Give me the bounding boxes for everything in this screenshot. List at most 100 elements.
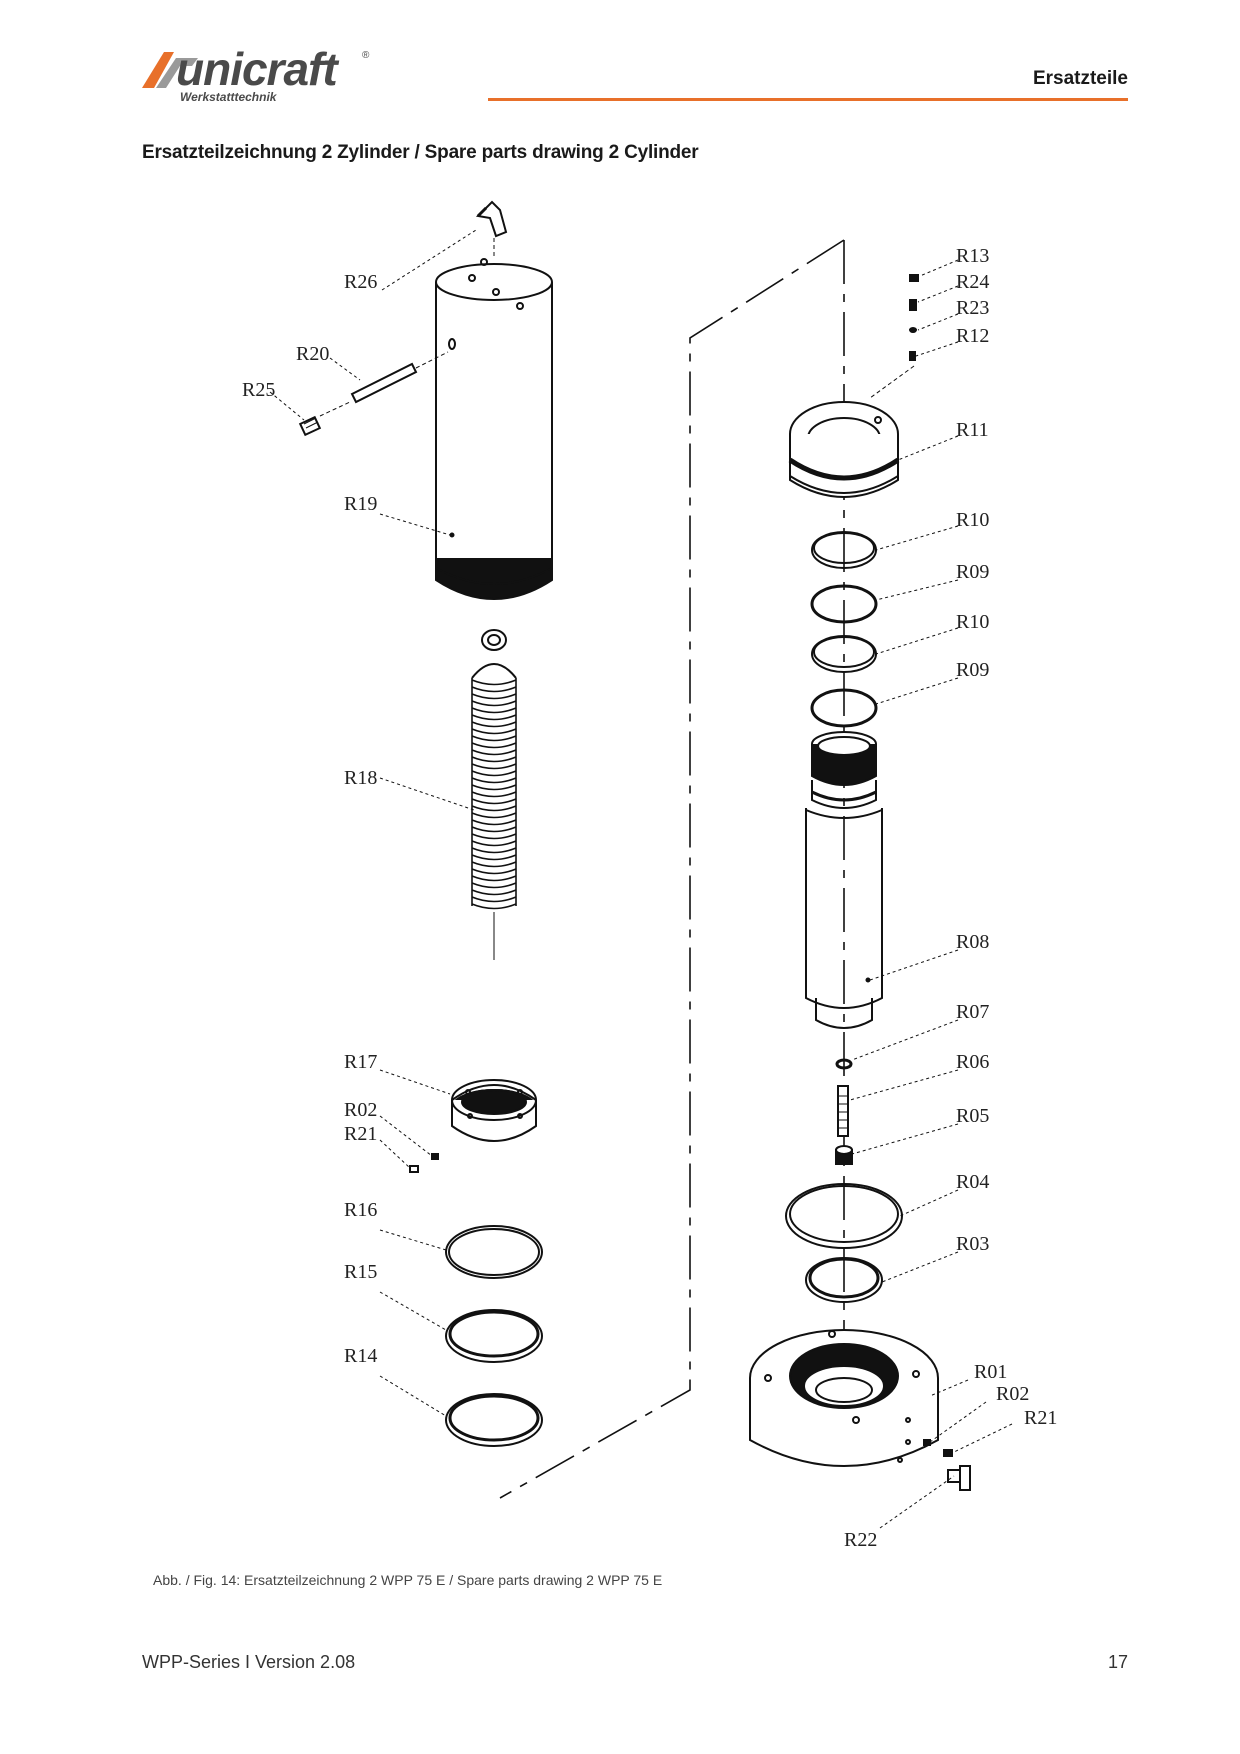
label-r23: R23: [956, 297, 989, 319]
label-r18: R18: [344, 767, 377, 789]
label-r21-left: R21: [344, 1123, 377, 1145]
spring-coil: [471, 798, 517, 805]
label-r24: R24: [956, 271, 989, 293]
spring-coil: [471, 833, 517, 840]
label-r03: R03: [956, 1233, 989, 1255]
spring-coil: [471, 777, 517, 784]
spring-coil: [471, 826, 517, 833]
spring-coil: [471, 903, 517, 910]
logo-mark-icon: [142, 52, 198, 88]
spring-coil: [471, 721, 517, 728]
part-r04-seal: [785, 1183, 903, 1249]
spring-coil: [471, 679, 517, 686]
label-r25: R25: [242, 379, 275, 401]
part-r07-washer: [835, 1058, 853, 1070]
spring-coil: [471, 896, 517, 903]
part-r02-r21-small-screws-left: [409, 1153, 439, 1173]
label-r20: R20: [296, 343, 329, 365]
header-divider: [488, 98, 1128, 101]
label-r19: R19: [344, 493, 377, 515]
label-r22: R22: [844, 1529, 877, 1551]
part-r05-nut: [835, 1145, 853, 1165]
label-r09-lower: R09: [956, 659, 989, 681]
label-r02-right: R02: [996, 1383, 1029, 1405]
label-r08: R08: [956, 931, 989, 953]
spring-coil: [471, 840, 517, 847]
part-r06-bolt: [837, 1085, 849, 1137]
label-r10-lower: R10: [956, 611, 989, 633]
label-r21-right: R21: [1024, 1407, 1057, 1429]
spring-coil: [471, 707, 517, 714]
spring-coil: [471, 875, 517, 882]
spring-coil: [471, 854, 517, 861]
part-r19-cylinder-body: [435, 258, 553, 600]
label-r15: R15: [344, 1261, 377, 1283]
part-r09-ring-lower: [810, 688, 878, 728]
label-r05: R05: [956, 1105, 989, 1127]
label-r16: R16: [344, 1199, 377, 1221]
label-r26: R26: [344, 271, 377, 293]
figure-caption: Abb. / Fig. 14: Ersatzteilzeichnung 2 WP…: [153, 1572, 663, 1588]
part-r15-seal: [445, 1309, 543, 1363]
spring-coil: [471, 686, 517, 693]
assembly-axis-line: [499, 239, 845, 1499]
spring-coil: [471, 742, 517, 749]
part-r18-spring: [471, 629, 517, 960]
label-r01: R01: [974, 1361, 1007, 1383]
logo-wordmark: unicraft: [176, 43, 338, 95]
page-heading: Ersatzteilzeichnung 2 Zylinder / Spare p…: [142, 142, 699, 163]
part-r26-elbow-fitting: [475, 200, 508, 258]
part-r08-piston: [805, 731, 883, 1029]
part-r25-screw: [298, 401, 351, 437]
spring-coil: [471, 868, 517, 875]
part-r16-seal: [445, 1225, 543, 1279]
label-r02-left: R02: [344, 1099, 377, 1121]
spring-coil: [471, 882, 517, 889]
spring-coil: [471, 749, 517, 756]
spring-coil: [471, 819, 517, 826]
part-r13-r24-r23-r12-small-parts: [869, 274, 919, 399]
spring-coil: [471, 728, 517, 735]
spring-coil: [471, 714, 517, 721]
spring-coil: [471, 693, 517, 700]
label-r11: R11: [956, 419, 989, 441]
spring-outline: [471, 678, 517, 906]
part-r02-r21-small-screws-right: [923, 1439, 953, 1457]
part-r09-ring-upper: [810, 584, 878, 624]
footer-page-number: 17: [1107, 1652, 1128, 1672]
leader-lines: [269, 229, 1013, 1529]
part-r11-cylinder-head: [788, 401, 900, 498]
spring-coil: [471, 791, 517, 798]
part-r22-elbow-fitting: [947, 1465, 971, 1491]
spring-coil: [471, 889, 517, 896]
spring-coil: [471, 700, 517, 707]
spring-coil: [471, 770, 517, 777]
label-r09-upper: R09: [956, 561, 989, 583]
spring-coil: [471, 812, 517, 819]
label-r12: R12: [956, 325, 989, 347]
spare-parts-drawing: R26 R20 R25 R19 R18 R17 R02 R21 R16 R15 …: [242, 200, 1057, 1551]
label-r17: R17: [344, 1051, 377, 1073]
logo-registered-mark: ®: [362, 50, 370, 61]
label-r13: R13: [956, 245, 989, 267]
spring-coil: [471, 756, 517, 763]
part-r20-pin: [350, 351, 449, 404]
section-title: Ersatzteile: [1032, 68, 1128, 89]
spring-coil: [471, 847, 517, 854]
spring-coil: [471, 805, 517, 812]
logo-subtitle: Werkstatttechnik: [180, 90, 277, 104]
footer-document-version: WPP-Series I Version 2.08: [142, 1652, 356, 1672]
part-r14-seal: [445, 1393, 543, 1447]
part-r03-seal: [805, 1257, 883, 1303]
part-r17-guide-ring: [451, 1079, 537, 1142]
label-r06: R06: [956, 1051, 989, 1073]
label-r10-upper: R10: [956, 509, 989, 531]
part-labels: R26 R20 R25 R19 R18 R17 R02 R21 R16 R15 …: [242, 245, 1057, 1551]
spring-coil: [471, 735, 517, 742]
spring-coil: [471, 763, 517, 770]
label-r04: R04: [956, 1171, 989, 1193]
label-r14: R14: [344, 1345, 377, 1367]
label-r07: R07: [956, 1001, 989, 1023]
spring-coil: [471, 861, 517, 868]
brand-logo: unicraft ® Werkstatttechnik: [140, 44, 380, 106]
